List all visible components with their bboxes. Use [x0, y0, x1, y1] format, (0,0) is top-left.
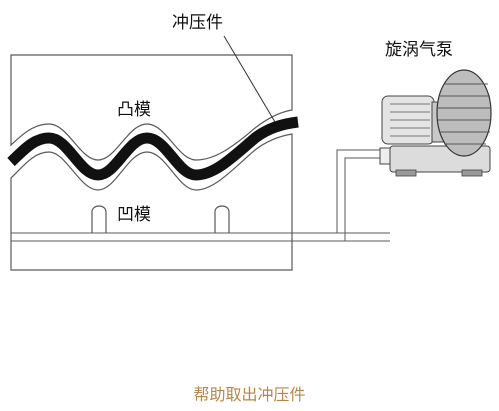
- workpiece-leader-line: [223, 35, 276, 123]
- pump-label: 旋涡气泵: [385, 40, 453, 60]
- vent-slot-right: [214, 205, 230, 233]
- upper-die-label: 凸模: [117, 100, 151, 120]
- pump-impeller-housing: [436, 69, 492, 157]
- air-hose-outer: [292, 149, 388, 234]
- air-hose-inner: [292, 157, 388, 242]
- pump-foot-right: [461, 169, 483, 177]
- vent-slot-left: [91, 205, 107, 233]
- upper-die-outline: [10, 54, 293, 161]
- workpiece-label: 冲压件: [172, 13, 223, 33]
- lower-die-outline: [10, 133, 293, 271]
- lower-die-label: 凹模: [117, 205, 151, 225]
- workpiece-shape: [7, 116, 299, 181]
- vortex-pump: [379, 69, 492, 177]
- figure-caption: 帮助取出冲压件: [193, 385, 306, 404]
- pump-foot-left: [395, 169, 417, 177]
